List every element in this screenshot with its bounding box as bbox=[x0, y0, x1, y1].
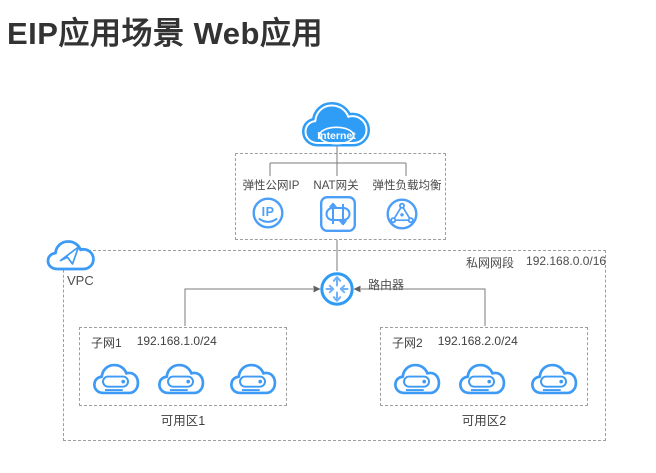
server-cloud-icon bbox=[230, 363, 277, 395]
az1-label: 可用区1 bbox=[160, 414, 206, 428]
server-cloud-icon bbox=[459, 363, 506, 395]
subnet1-header: 子网1 192.168.1.0/24 bbox=[91, 334, 217, 351]
router-icon bbox=[320, 272, 354, 306]
subnet-cidr: 192.168.2.0/24 bbox=[437, 334, 518, 348]
subnet-name: 子网2 bbox=[392, 336, 423, 350]
service-label-elb: 弹性负载均衡 bbox=[372, 180, 442, 192]
vpc-box bbox=[63, 250, 606, 441]
service-label-nat: NAT网关 bbox=[313, 180, 359, 192]
ip-icon-text: IP bbox=[262, 205, 275, 219]
service-label-eip: 弹性公网IP bbox=[242, 180, 300, 192]
server-cloud-icon bbox=[158, 363, 205, 395]
server-cloud-icon bbox=[93, 363, 140, 395]
private-segment-cidr: 192.168.0.0/16 bbox=[526, 254, 607, 268]
az2-label: 可用区2 bbox=[461, 414, 507, 428]
subnet-cidr: 192.168.1.0/24 bbox=[136, 334, 217, 348]
subnet1-box: 子网1 192.168.1.0/24 bbox=[79, 327, 287, 406]
subnet-name: 子网1 bbox=[91, 336, 122, 350]
eip-ip-icon: IP bbox=[252, 197, 284, 229]
public-services-box bbox=[235, 153, 446, 240]
server-cloud-icon bbox=[394, 363, 441, 395]
private-segment-label: 私网网段 bbox=[466, 256, 515, 270]
nat-gateway-icon bbox=[320, 196, 356, 232]
page-title: EIP应用场景 Web应用 bbox=[7, 16, 323, 51]
server-cloud-icon bbox=[531, 363, 578, 395]
internet-cloud-icon: Internet bbox=[302, 102, 370, 147]
subnet2-header: 子网2 192.168.2.0/24 bbox=[392, 334, 518, 351]
private-segment: 私网网段 192.168.0.0/16 bbox=[466, 254, 606, 271]
elb-icon bbox=[386, 198, 418, 230]
vpc-cloud-icon bbox=[46, 240, 95, 271]
vpc-label: VPC bbox=[67, 273, 94, 288]
router-label: 路由器 bbox=[368, 278, 405, 292]
internet-label: Internet bbox=[317, 130, 356, 142]
subnet2-box: 子网2 192.168.2.0/24 bbox=[380, 327, 588, 406]
